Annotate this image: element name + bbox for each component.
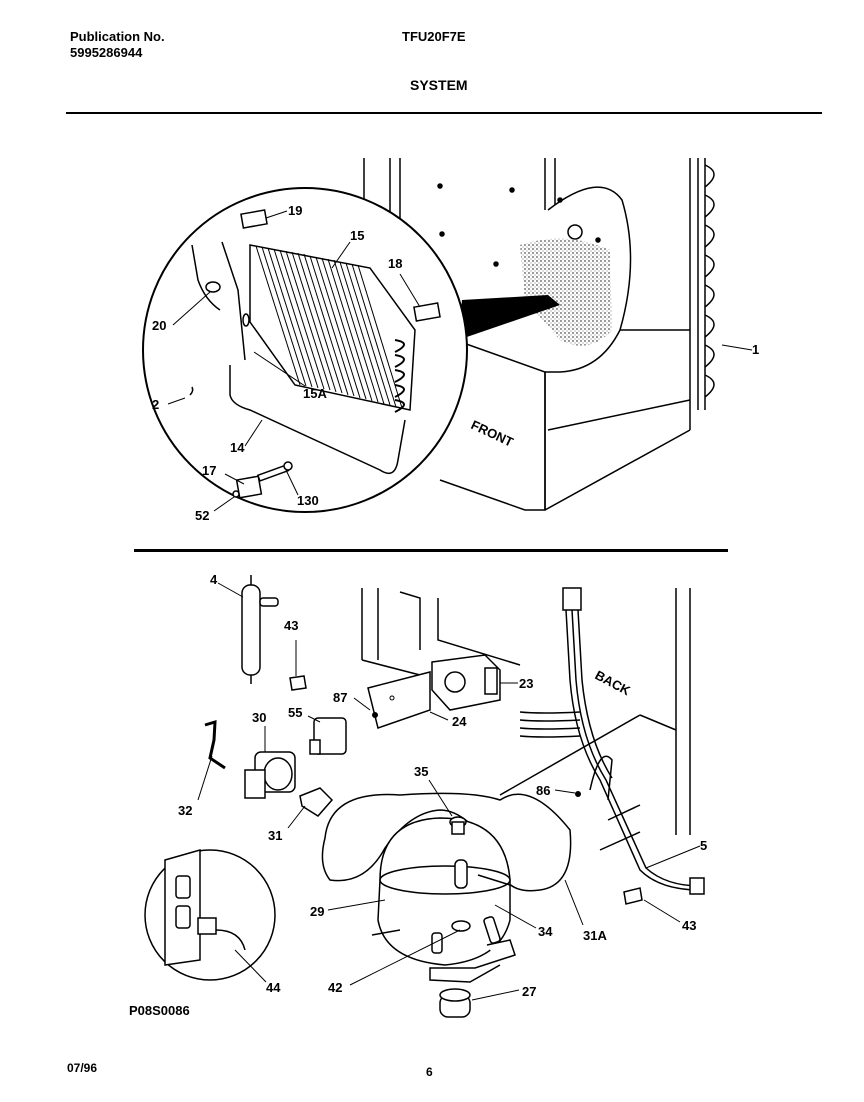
callout-52: 52 [195, 508, 209, 523]
page-title: SYSTEM [410, 77, 468, 93]
callout-43-lower: 43 [682, 918, 696, 933]
callout-55: 55 [288, 705, 302, 720]
callout-27: 27 [522, 984, 536, 999]
callout-44: 44 [266, 980, 281, 995]
callout-31: 31 [268, 828, 282, 843]
part-55-capacitor [309, 717, 347, 755]
part-35-screw [449, 816, 467, 835]
evaporator-cavity-shading [520, 238, 612, 346]
part-17-bracket [232, 461, 293, 499]
front-label: FRONT [469, 417, 516, 450]
part-23-timer [431, 654, 501, 711]
callout-15a: 15A [303, 386, 327, 401]
part-27-grommet [439, 988, 471, 1018]
part-30-relay [244, 751, 296, 799]
part-43-lower-clip [623, 887, 643, 905]
wiring-harness [519, 587, 705, 895]
callout-1: 1 [752, 342, 759, 357]
part-19-clip [240, 209, 268, 229]
model-number: TFU20F7E [402, 29, 466, 44]
callout-35: 35 [414, 764, 428, 779]
callout-18: 18 [388, 256, 402, 271]
revision-date: 07/96 [67, 1061, 98, 1075]
rear-cabinet-outline [361, 588, 691, 851]
callout-15: 15 [350, 228, 364, 243]
publication-label: Publication No. [70, 29, 165, 44]
part-29-compressor [371, 817, 516, 983]
section-divider [134, 549, 728, 552]
callout-14: 14 [230, 440, 245, 455]
callout-30: 30 [252, 710, 266, 725]
part-31-cover [299, 787, 334, 817]
callout-34: 34 [538, 924, 553, 939]
callout-86: 86 [536, 783, 550, 798]
outlet-detail-circle [144, 849, 276, 981]
part-32-wire [204, 719, 226, 770]
back-label: BACK [593, 667, 634, 698]
callout-20: 20 [152, 318, 166, 333]
part-43-clip [289, 675, 307, 691]
part-4-drier [241, 575, 279, 684]
callout-87: 87 [333, 690, 347, 705]
callout-31a: 31A [583, 928, 607, 943]
callout-43: 43 [284, 618, 298, 633]
zoom-beam [458, 295, 560, 340]
callout-2: 2 [152, 397, 159, 412]
part-18-clip [413, 302, 441, 322]
callout-130: 130 [297, 493, 319, 508]
callout-19: 19 [288, 203, 302, 218]
publication-number: 5995286944 [70, 45, 143, 60]
header-rule [66, 112, 822, 114]
callout-32: 32 [178, 803, 192, 818]
callout-4: 4 [210, 572, 218, 587]
part-24-bracket [367, 671, 431, 729]
callout-23: 23 [519, 676, 533, 691]
diagram-code: P08S0086 [129, 1003, 190, 1018]
callout-42: 42 [328, 980, 342, 995]
page-number: 6 [426, 1065, 433, 1079]
callout-17: 17 [202, 463, 216, 478]
callout-29: 29 [310, 904, 324, 919]
callout-5: 5 [700, 838, 707, 853]
freezer-cabinet [363, 158, 715, 511]
callout-24: 24 [452, 714, 467, 729]
part-86-screw [575, 791, 581, 797]
